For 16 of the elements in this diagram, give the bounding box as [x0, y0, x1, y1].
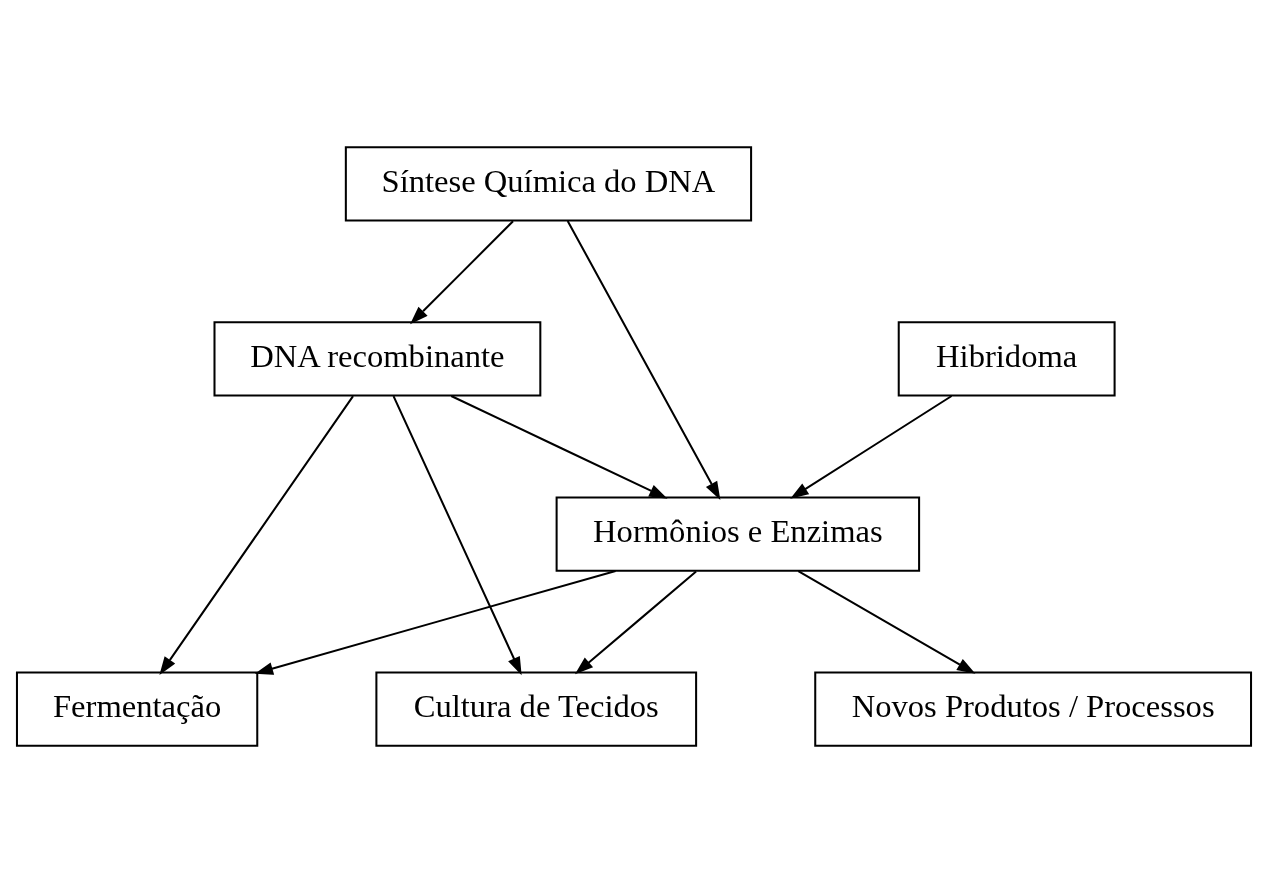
node-box: Hibridoma	[897, 320, 1116, 397]
node-box: Novos Produtos / Processos	[814, 671, 1253, 747]
arrow	[797, 569, 976, 674]
arrow	[566, 219, 721, 500]
node-box: DNA recombinante	[213, 320, 542, 397]
arrow	[410, 220, 514, 324]
arrow	[450, 394, 668, 499]
arrow	[392, 395, 522, 675]
arrow	[159, 395, 354, 675]
node-box: Hormônios e Enzimas	[555, 495, 921, 572]
node-box: Cultura de Tecidos	[375, 671, 698, 747]
node-box: Síntese Química do DNA	[344, 145, 753, 221]
arrow	[254, 569, 616, 675]
node-box: Fermentação	[15, 671, 259, 747]
arrow	[790, 394, 953, 499]
arrow	[574, 570, 697, 674]
